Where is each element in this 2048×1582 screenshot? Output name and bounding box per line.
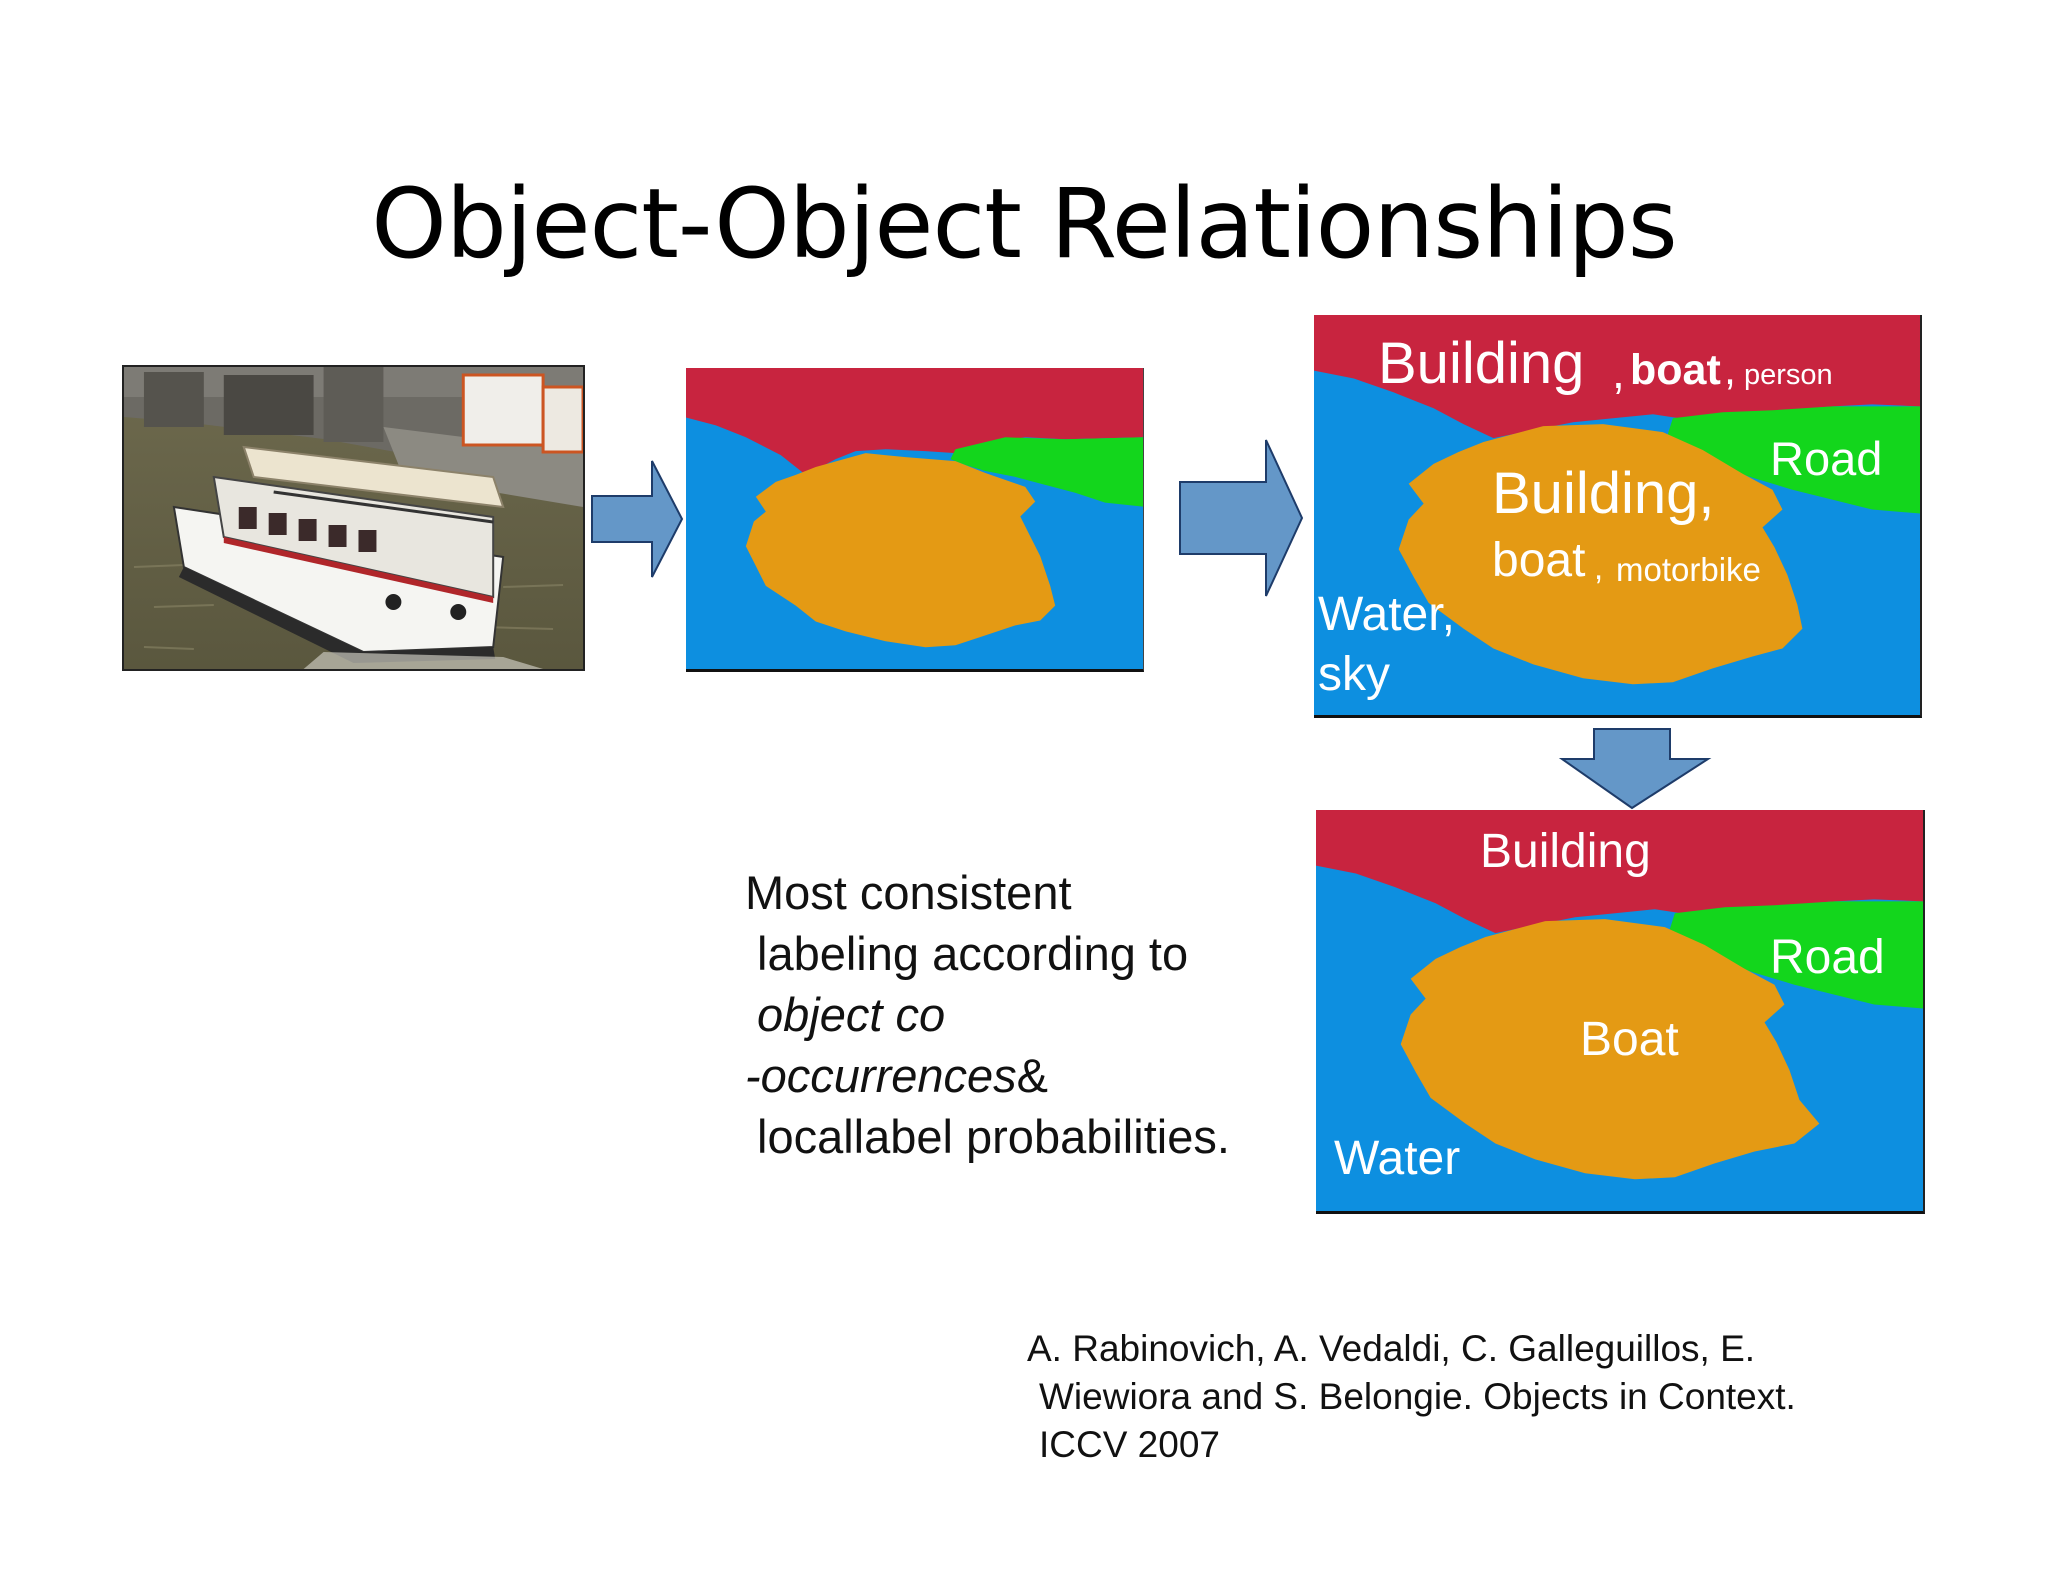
boat-region [1400,919,1820,1180]
label-water-line2: sky [1318,648,1390,701]
road-region [1669,901,1923,1009]
caption-line5: locallabel probabilities. [757,1110,1230,1163]
boat-region [745,453,1056,648]
citation-line2: Wiewiora and S. Belongie. Objects in Con… [1039,1376,1796,1417]
caption-line2: labeling according to [757,927,1189,980]
label-center-secondary: boat [1492,534,1586,587]
label-road-candidate: Road [1770,432,1883,485]
label-comma: , [1594,549,1604,586]
road-region [950,437,1143,507]
boat-photo-illustration [124,367,583,669]
building-region [1314,315,1920,439]
slide-title: Object-Object Relationships [371,168,1677,280]
segmentation-final: Building Road Boat Water [1316,810,1925,1214]
label-road: Road [1770,931,1885,984]
label-water-line1: Water, [1318,588,1455,641]
caption-line4-italic: -occurrences [745,1049,1017,1102]
caption: Most consistent labeling according to ob… [745,862,1230,1167]
segmentation-initial-map [686,368,1143,669]
caption-line1: Most consistent [745,866,1072,919]
label-top-tertiary: person [1744,359,1833,391]
label-comma: , [1612,346,1625,398]
citation-line3: ICCV 2007 [1039,1424,1220,1465]
label-water: Water [1334,1132,1461,1185]
boat-region [1398,424,1803,685]
label-building: Building [1480,825,1651,878]
label-top-primary: Building [1378,331,1585,396]
label-center-tertiary: motorbike [1616,551,1761,588]
segmentation-initial [686,368,1144,672]
segmentation-candidates-map [1314,315,1920,715]
caption-line4-rest: & [1016,1049,1049,1102]
road-region [1667,406,1920,514]
arrow-right-icon [1179,439,1304,597]
citation: A. Rabinovich, A. Vedaldi, C. Galleguill… [1027,1325,1796,1469]
input-photo [122,365,585,671]
caption-line4: -occurrences& [745,1045,1230,1106]
caption-line3: object co [757,988,946,1041]
label-top-secondary: boat [1630,346,1721,394]
citation-line1: A. Rabinovich, A. Vedaldi, C. Galleguill… [1027,1328,1756,1369]
arrow-down-icon [1558,728,1712,810]
label-center-primary: Building, [1492,461,1715,526]
segmentation-final-map [1316,810,1923,1211]
building-region [686,368,1143,475]
building-region [1316,810,1923,934]
segmentation-candidates: Building , boat , person Road Building, … [1314,315,1922,718]
arrow-right-icon [591,460,684,578]
label-boat: Boat [1580,1013,1679,1066]
label-comma: , [1724,346,1736,394]
